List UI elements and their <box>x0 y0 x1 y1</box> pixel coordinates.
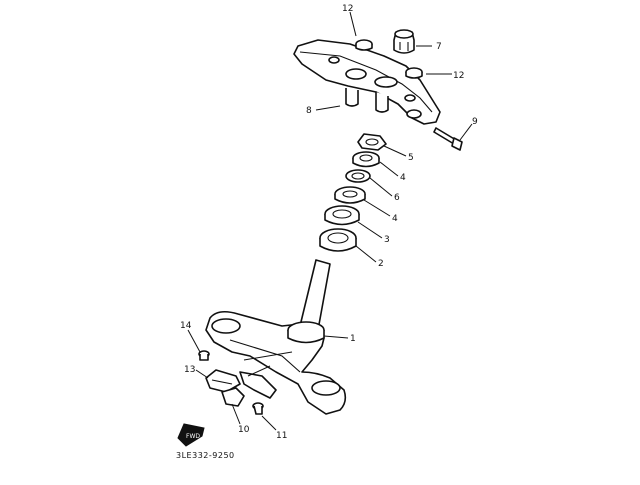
callout-9: 9 <box>472 117 478 127</box>
lock-washer-5 <box>357 133 387 151</box>
callout-10: 10 <box>238 425 250 435</box>
callout-labels: 12 7 12 8 9 5 4 6 4 3 2 1 14 13 10 11 <box>180 4 478 441</box>
cap-nut-left <box>355 39 373 51</box>
callout-2: 2 <box>378 259 384 269</box>
callout-3: 3 <box>384 235 390 245</box>
callout-12-top: 12 <box>342 4 353 14</box>
front-badge-label: FWD <box>186 433 200 440</box>
upper-bracket-part <box>293 39 441 125</box>
bearing-2 <box>319 228 357 252</box>
callout-11: 11 <box>276 431 287 441</box>
front-arrow-badge: FWD <box>177 423 205 447</box>
screw-14 <box>198 350 210 361</box>
callout-13: 13 <box>184 365 195 375</box>
ring-nut-4-upper <box>352 151 380 168</box>
bearing-cover-3 <box>324 205 360 226</box>
leader-lines <box>187 11 473 431</box>
guide-10 <box>221 371 277 407</box>
steering-stem-part <box>205 259 347 415</box>
ring-nut-4-lower <box>334 186 366 204</box>
callout-5: 5 <box>408 153 414 163</box>
bolt-11 <box>252 402 264 415</box>
callout-12-right: 12 <box>453 71 464 81</box>
callout-6: 6 <box>394 193 400 203</box>
part-code-label: 3LE332-9250 <box>176 451 235 460</box>
hose-clamp-13 <box>205 369 241 393</box>
callout-1: 1 <box>350 334 356 344</box>
rubber-washer-6 <box>345 169 371 183</box>
crown-nut <box>393 29 415 54</box>
callout-8: 8 <box>306 106 312 116</box>
pinch-bolt <box>433 127 463 151</box>
callout-4-upper: 4 <box>400 173 406 183</box>
callout-14: 14 <box>180 321 192 331</box>
cap-nut-right <box>405 67 423 79</box>
callout-7: 7 <box>436 42 442 52</box>
callout-4-lower: 4 <box>392 214 398 224</box>
